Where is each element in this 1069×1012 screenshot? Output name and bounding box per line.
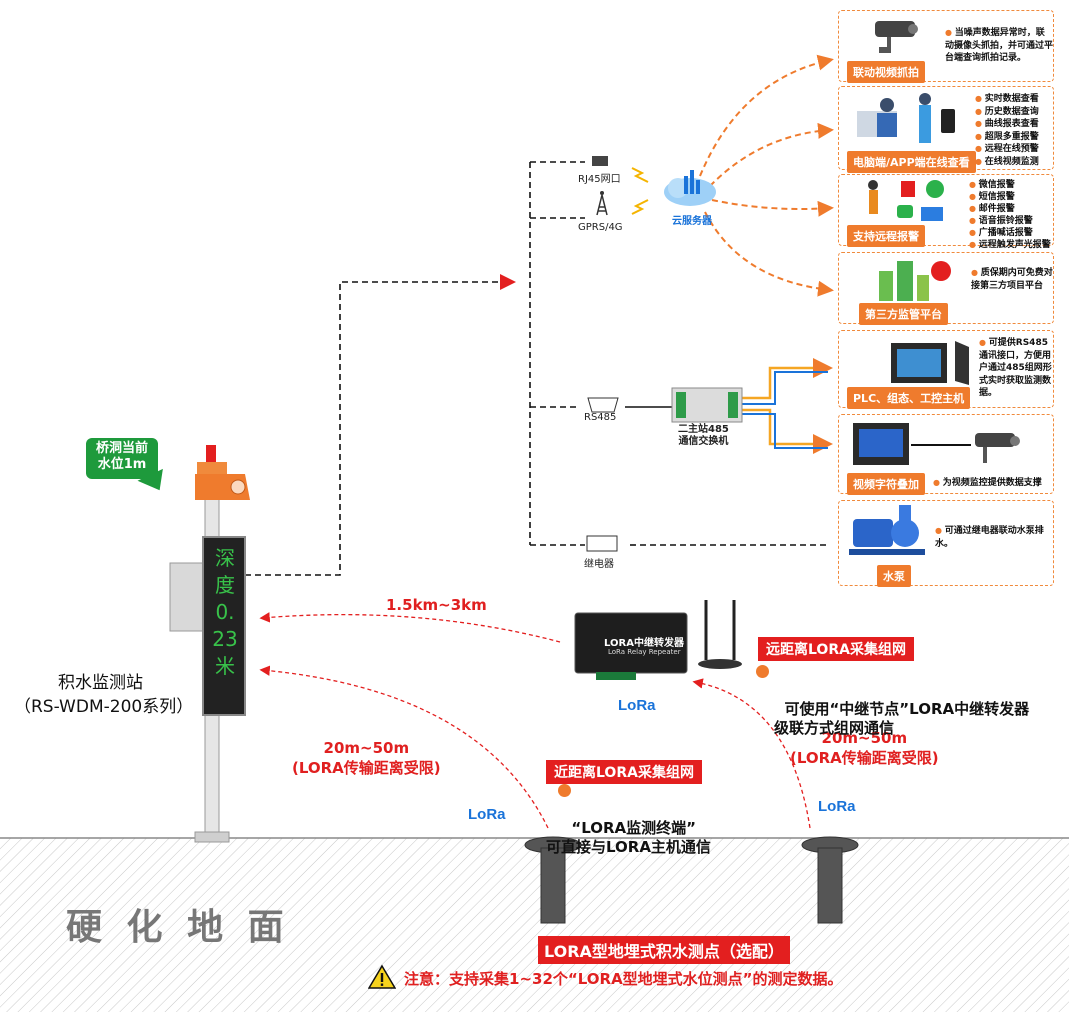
lora-logo-repeater: LoRa — [618, 697, 656, 714]
bullet-dot — [558, 784, 571, 797]
water-level-bubble: 桥洞当前 水位1m — [86, 438, 158, 479]
rs485-label: RS485 — [584, 412, 617, 423]
near-network-desc-text: “LORA监测终端” 可直接与LORA主机通信 — [546, 819, 711, 856]
repeater-label-en: LoRa Relay Repeater — [608, 648, 681, 656]
relay-label: 继电器 — [584, 559, 614, 570]
card-video-overlay: 视频字符叠加 为视频监控提供数据支撑 — [838, 414, 1055, 495]
card-notes: 为视频监控提供数据支撑 — [933, 477, 1055, 490]
card-pump: 水泵 可通过继电器联动水泵排水。 — [838, 500, 1054, 587]
card-remote-alarm: 支持远程报警 微信报警短信报警邮件报警语音振铃报警广播喊话报警远程触发声光报警 — [838, 174, 1054, 250]
near-network-title: 近距离LORA采集组网 — [546, 760, 702, 784]
video-overlay-icon — [847, 419, 1047, 471]
card-notes: 可通过继电器联动水泵排水。 — [935, 525, 1053, 550]
far-network-desc-text: 可使用“中继节点”LORA中继转发器 级联方式组网通信 — [774, 700, 1030, 737]
distance-near-right: 20m~50m (LORA传输距离受限) — [790, 729, 939, 767]
card-title: 电脑端/APP端在线查看 — [847, 151, 976, 173]
station-model: （RS-WDM-200系列） — [14, 697, 194, 717]
card-third-party-platform: 第三方监管平台 质保期内可免费对接第三方项目平台 — [838, 252, 1055, 325]
cloud-label: 云服务器 — [672, 216, 712, 227]
card-notes: 实时数据查看历史数据查询曲线报表查看超限多重报警远程在线预警在线视频监测 — [975, 93, 1055, 168]
card-video-capture: 联动视频抓拍 当噪声数据异常时，联动摄像头抓拍，并可通过平台端查询抓拍记录。 — [838, 10, 1054, 83]
pump-icon — [849, 505, 929, 559]
card-notes: 可提供RS485通讯接口，方便用户通过485组网形式实时获取监测数据。 — [979, 337, 1055, 400]
people-computer-icon — [849, 91, 963, 147]
repeater-label-cn: LORA中继转发器 — [604, 638, 684, 649]
card-online-view: 电脑端/APP端在线查看 实时数据查看历史数据查询曲线报表查看超限多重报警远程在… — [838, 86, 1055, 173]
card-title: 水泵 — [877, 565, 911, 587]
far-network-desc: 可使用“中继节点”LORA中继转发器 级联方式组网通信 — [756, 662, 1029, 738]
warning-icon — [367, 964, 397, 990]
alarm-icons — [861, 177, 961, 223]
monitor-icon — [885, 337, 975, 387]
led-display: 深度0.23米 — [212, 546, 238, 678]
lora-logo-right: LoRa — [818, 798, 856, 815]
rj45-label: RJ45网口 — [578, 174, 621, 185]
card-notes: 微信报警短信报警邮件报警语音振铃报警广播喊话报警远程触发声光报警 — [969, 179, 1057, 251]
card-plc: PLC、组态、工控主机 可提供RS485通讯接口，方便用户通过485组网形式实时… — [838, 330, 1055, 409]
sensor-title: LORA型地埋式积水测点（选配） — [538, 936, 790, 964]
distance-near-left: 20m~50m (LORA传输距离受限) — [292, 739, 441, 777]
card-title: 第三方监管平台 — [859, 303, 948, 325]
camera-icon — [869, 17, 923, 57]
city-icon — [869, 257, 959, 301]
card-title: 联动视频抓拍 — [847, 61, 925, 83]
far-network-title: 远距离LORA采集组网 — [758, 637, 914, 661]
card-notes: 质保期内可免费对接第三方项目平台 — [971, 267, 1055, 292]
card-title: 视频字符叠加 — [847, 473, 925, 495]
ground-label: 硬 化 地 面 — [66, 907, 290, 948]
near-network-desc: “LORA监测终端” 可直接与LORA主机通信 — [546, 781, 711, 857]
card-notes: 当噪声数据异常时，联动摄像头抓拍，并可通过平台端查询抓拍记录。 — [945, 27, 1053, 65]
notice-text: 注意：支持采集1~32个“LORA型地埋式水位测点”的测定数据。 — [404, 970, 843, 988]
card-title: PLC、组态、工控主机 — [847, 387, 971, 409]
switch-label: 二主站485 通信交换机 — [678, 424, 729, 447]
lora-logo-left: LoRa — [468, 806, 506, 823]
station-name: 积水监测站 — [58, 673, 143, 693]
card-title: 支持远程报警 — [847, 225, 925, 247]
distance-far: 1.5km~3km — [386, 596, 487, 614]
bullet-dot — [756, 665, 769, 678]
gprs-label: GPRS/4G — [578, 222, 623, 233]
